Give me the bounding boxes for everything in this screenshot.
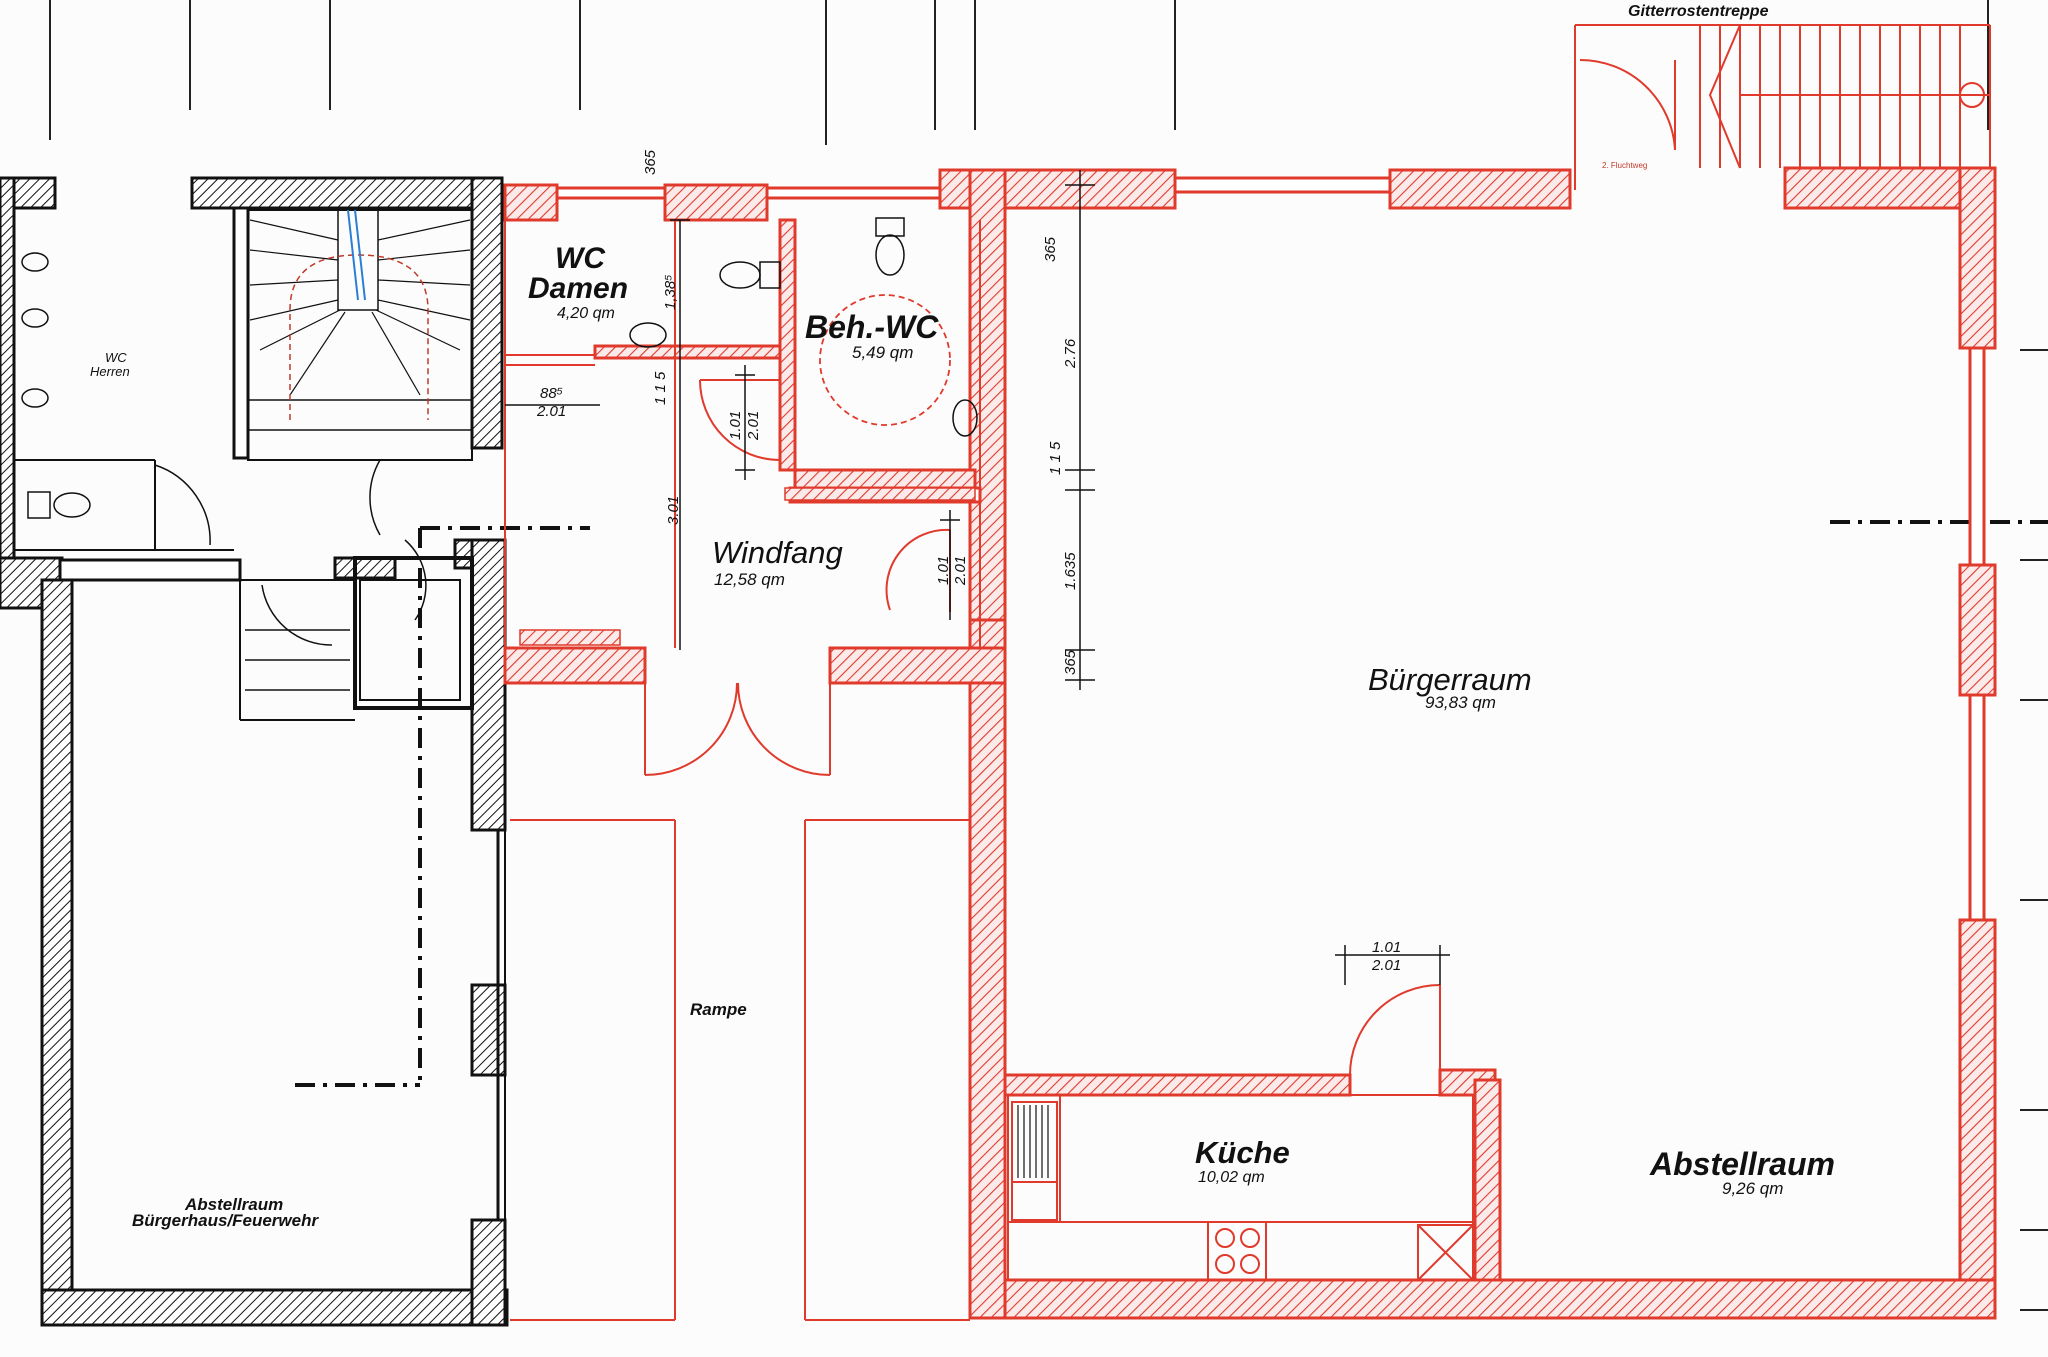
abstellraum-feuerwehr-label-2: Bürgerhaus/Feuerwehr <box>132 1211 319 1230</box>
stair-label: Gitterrostentreppe <box>1628 3 1769 20</box>
dim-201-d: 2.01 <box>1371 957 1401 974</box>
dim-276: 2.76 <box>1062 338 1079 369</box>
room-labels: WC Damen 4,20 qm Beh.-WC 5,49 qm Windfan… <box>90 3 1835 1230</box>
floor-grate-2 <box>519 629 621 646</box>
section-lines <box>295 520 2048 1087</box>
kitchen-sink <box>1017 1105 1049 1178</box>
top-reference-lines <box>49 0 2048 1311</box>
stair-walk-line <box>289 254 429 420</box>
dim-1635: 1.635 <box>1062 552 1079 590</box>
dim-301: 3.01 <box>665 496 682 525</box>
dim-1385: 1,38⁵ <box>662 274 679 310</box>
kueche-label: Küche <box>1195 1135 1290 1170</box>
floor-grate <box>784 487 976 501</box>
new-fixtures <box>629 217 978 437</box>
existing-doors <box>154 459 455 646</box>
dim-115-a: 1 1 5 <box>652 371 669 405</box>
dim-115-b: 1 1 5 <box>1047 441 1064 475</box>
fluchtweg-label: 2. Fluchtweg <box>1602 161 1647 170</box>
beh-wc-area: 5,49 qm <box>852 343 913 362</box>
dimension-lines <box>505 170 1450 985</box>
dim-365-right: 365 <box>1042 236 1059 262</box>
windfang-area: 12,58 qm <box>714 570 785 589</box>
dim-201-b: 2.01 <box>745 411 762 441</box>
dim-365-low: 365 <box>1062 649 1079 675</box>
wc-damen-area: 4,20 qm <box>557 305 615 322</box>
dim-101-c: 1.01 <box>1372 939 1401 956</box>
dim-201-a: 2.01 <box>536 403 566 420</box>
wc-herren-label-2: Herren <box>90 364 130 379</box>
existing-stair <box>249 219 471 396</box>
wc-herren-label-1: WC <box>105 350 127 365</box>
wc-damen-label-1: WC <box>555 242 606 275</box>
dim-201-c: 2.01 <box>952 556 969 586</box>
abstellraum-area: 9,26 qm <box>1722 1179 1783 1198</box>
dim-101-b: 1.01 <box>935 556 952 585</box>
abstellraum-label: Abstellraum <box>1649 1146 1835 1182</box>
new-interior-lines <box>504 24 1991 1321</box>
existing-fixtures <box>21 252 91 519</box>
kueche-area: 10,02 qm <box>1198 1169 1265 1186</box>
existing-walls <box>0 176 509 1327</box>
rampe-label: Rampe <box>690 1000 747 1019</box>
wc-damen-label-2: Damen <box>528 272 628 305</box>
dimension-labels: 365 1,38⁵ 88⁵ 2.01 1 1 5 1.01 2.01 3.01 … <box>536 149 1401 974</box>
beh-wc-label: Beh.-WC <box>805 309 939 345</box>
dim-365-top: 365 <box>642 149 659 175</box>
windfang-label: Windfang <box>712 535 843 570</box>
new-walls <box>503 166 1997 1320</box>
stair-blue-marker <box>347 209 359 301</box>
dim-101-a: 1.01 <box>727 411 744 440</box>
dim-885: 88⁵ <box>540 385 563 402</box>
buergerraum-area: 93,83 qm <box>1425 693 1496 712</box>
abstellraum-feuerwehr-label-1: Abstellraum <box>184 1195 283 1214</box>
buergerraum-label: Bürgerraum <box>1368 662 1532 697</box>
